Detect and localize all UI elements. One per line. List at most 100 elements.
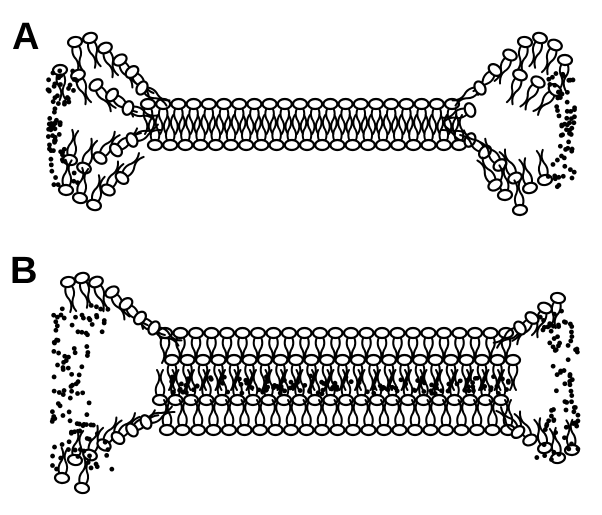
water-dot bbox=[67, 410, 72, 415]
water-dot bbox=[554, 388, 559, 393]
water-dot bbox=[558, 144, 563, 149]
water-dot bbox=[222, 375, 227, 380]
water-dot bbox=[569, 399, 574, 404]
water-dot bbox=[556, 175, 561, 180]
water-dot bbox=[84, 412, 89, 417]
water-dot bbox=[50, 463, 55, 468]
water-dot bbox=[569, 126, 574, 131]
water-dot bbox=[239, 382, 244, 387]
lipid-molecule bbox=[55, 448, 72, 484]
water-dot bbox=[88, 317, 93, 322]
water-dot bbox=[56, 401, 61, 406]
water-dot bbox=[458, 378, 463, 383]
water-dot bbox=[552, 83, 557, 88]
water-dot bbox=[68, 418, 73, 423]
water-dot bbox=[70, 69, 75, 74]
water-dot bbox=[553, 430, 558, 435]
water-dot bbox=[51, 313, 56, 318]
water-dot bbox=[65, 95, 70, 100]
water-dot bbox=[556, 324, 561, 329]
water-dot bbox=[372, 385, 377, 390]
water-dot bbox=[220, 381, 225, 386]
water-dot bbox=[542, 442, 547, 447]
water-dot bbox=[53, 175, 58, 180]
water-dot bbox=[57, 390, 62, 395]
water-dot bbox=[551, 344, 556, 349]
water-dot bbox=[570, 176, 575, 181]
water-dot bbox=[256, 387, 261, 392]
water-dot bbox=[466, 384, 471, 389]
water-dot bbox=[179, 382, 184, 387]
water-dot bbox=[60, 152, 65, 157]
water-dot bbox=[109, 467, 114, 472]
water-dot bbox=[56, 101, 61, 106]
water-dot bbox=[482, 384, 487, 389]
water-dot bbox=[421, 389, 426, 394]
water-dot bbox=[55, 363, 60, 368]
water-dot bbox=[100, 329, 105, 334]
water-dot bbox=[177, 388, 182, 393]
water-dot bbox=[104, 453, 109, 458]
water-dot bbox=[67, 439, 72, 444]
water-dot bbox=[75, 421, 80, 426]
water-dot bbox=[53, 138, 58, 143]
water-dot bbox=[549, 329, 554, 334]
water-dot bbox=[102, 321, 107, 326]
water-dot bbox=[379, 387, 384, 392]
water-dot bbox=[572, 120, 577, 125]
water-dot bbox=[78, 447, 83, 452]
water-dot bbox=[429, 389, 434, 394]
water-dot bbox=[466, 388, 471, 393]
panel-a-membrane-hemifusion bbox=[46, 31, 577, 215]
water-dot bbox=[87, 400, 92, 405]
water-dot bbox=[46, 87, 51, 92]
water-dot bbox=[546, 174, 551, 179]
water-dot bbox=[68, 83, 73, 88]
water-dot bbox=[79, 364, 84, 369]
water-dot bbox=[295, 380, 300, 385]
water-dot bbox=[272, 383, 277, 388]
water-dot bbox=[77, 372, 82, 377]
water-dot bbox=[321, 388, 326, 393]
water-dot bbox=[566, 357, 571, 362]
water-dot bbox=[85, 436, 90, 441]
water-dot bbox=[70, 383, 75, 388]
water-dot bbox=[446, 389, 451, 394]
water-dot bbox=[183, 383, 188, 388]
water-dot bbox=[84, 344, 89, 349]
water-dot bbox=[549, 457, 554, 462]
water-dot bbox=[60, 306, 65, 311]
water-dot bbox=[569, 132, 574, 137]
water-dot bbox=[61, 365, 66, 370]
lipid-upper-inner bbox=[506, 355, 520, 390]
water-dot bbox=[47, 116, 52, 121]
water-dot bbox=[84, 331, 89, 336]
water-dot bbox=[557, 113, 562, 118]
water-dot bbox=[81, 316, 86, 321]
water-dot bbox=[488, 388, 493, 393]
water-dot bbox=[462, 388, 467, 393]
water-dot bbox=[568, 372, 573, 377]
water-dot bbox=[54, 328, 59, 333]
water-dot bbox=[334, 384, 339, 389]
water-dot bbox=[544, 422, 549, 427]
water-dot bbox=[565, 122, 570, 127]
water-dot bbox=[559, 133, 564, 138]
water-dot bbox=[62, 388, 67, 393]
water-dot bbox=[209, 377, 214, 382]
water-dot bbox=[566, 343, 571, 348]
water-dot bbox=[57, 132, 62, 137]
water-dot bbox=[89, 466, 94, 471]
water-dot bbox=[565, 100, 570, 105]
water-dot bbox=[316, 390, 321, 395]
water-dot bbox=[265, 385, 270, 390]
water-dot bbox=[308, 374, 313, 379]
water-dot bbox=[282, 378, 287, 383]
water-dot bbox=[94, 313, 99, 318]
water-dot bbox=[572, 170, 577, 175]
water-dot bbox=[439, 388, 444, 393]
water-dot bbox=[393, 386, 398, 391]
water-dot bbox=[568, 322, 573, 327]
water-dot bbox=[51, 148, 56, 153]
